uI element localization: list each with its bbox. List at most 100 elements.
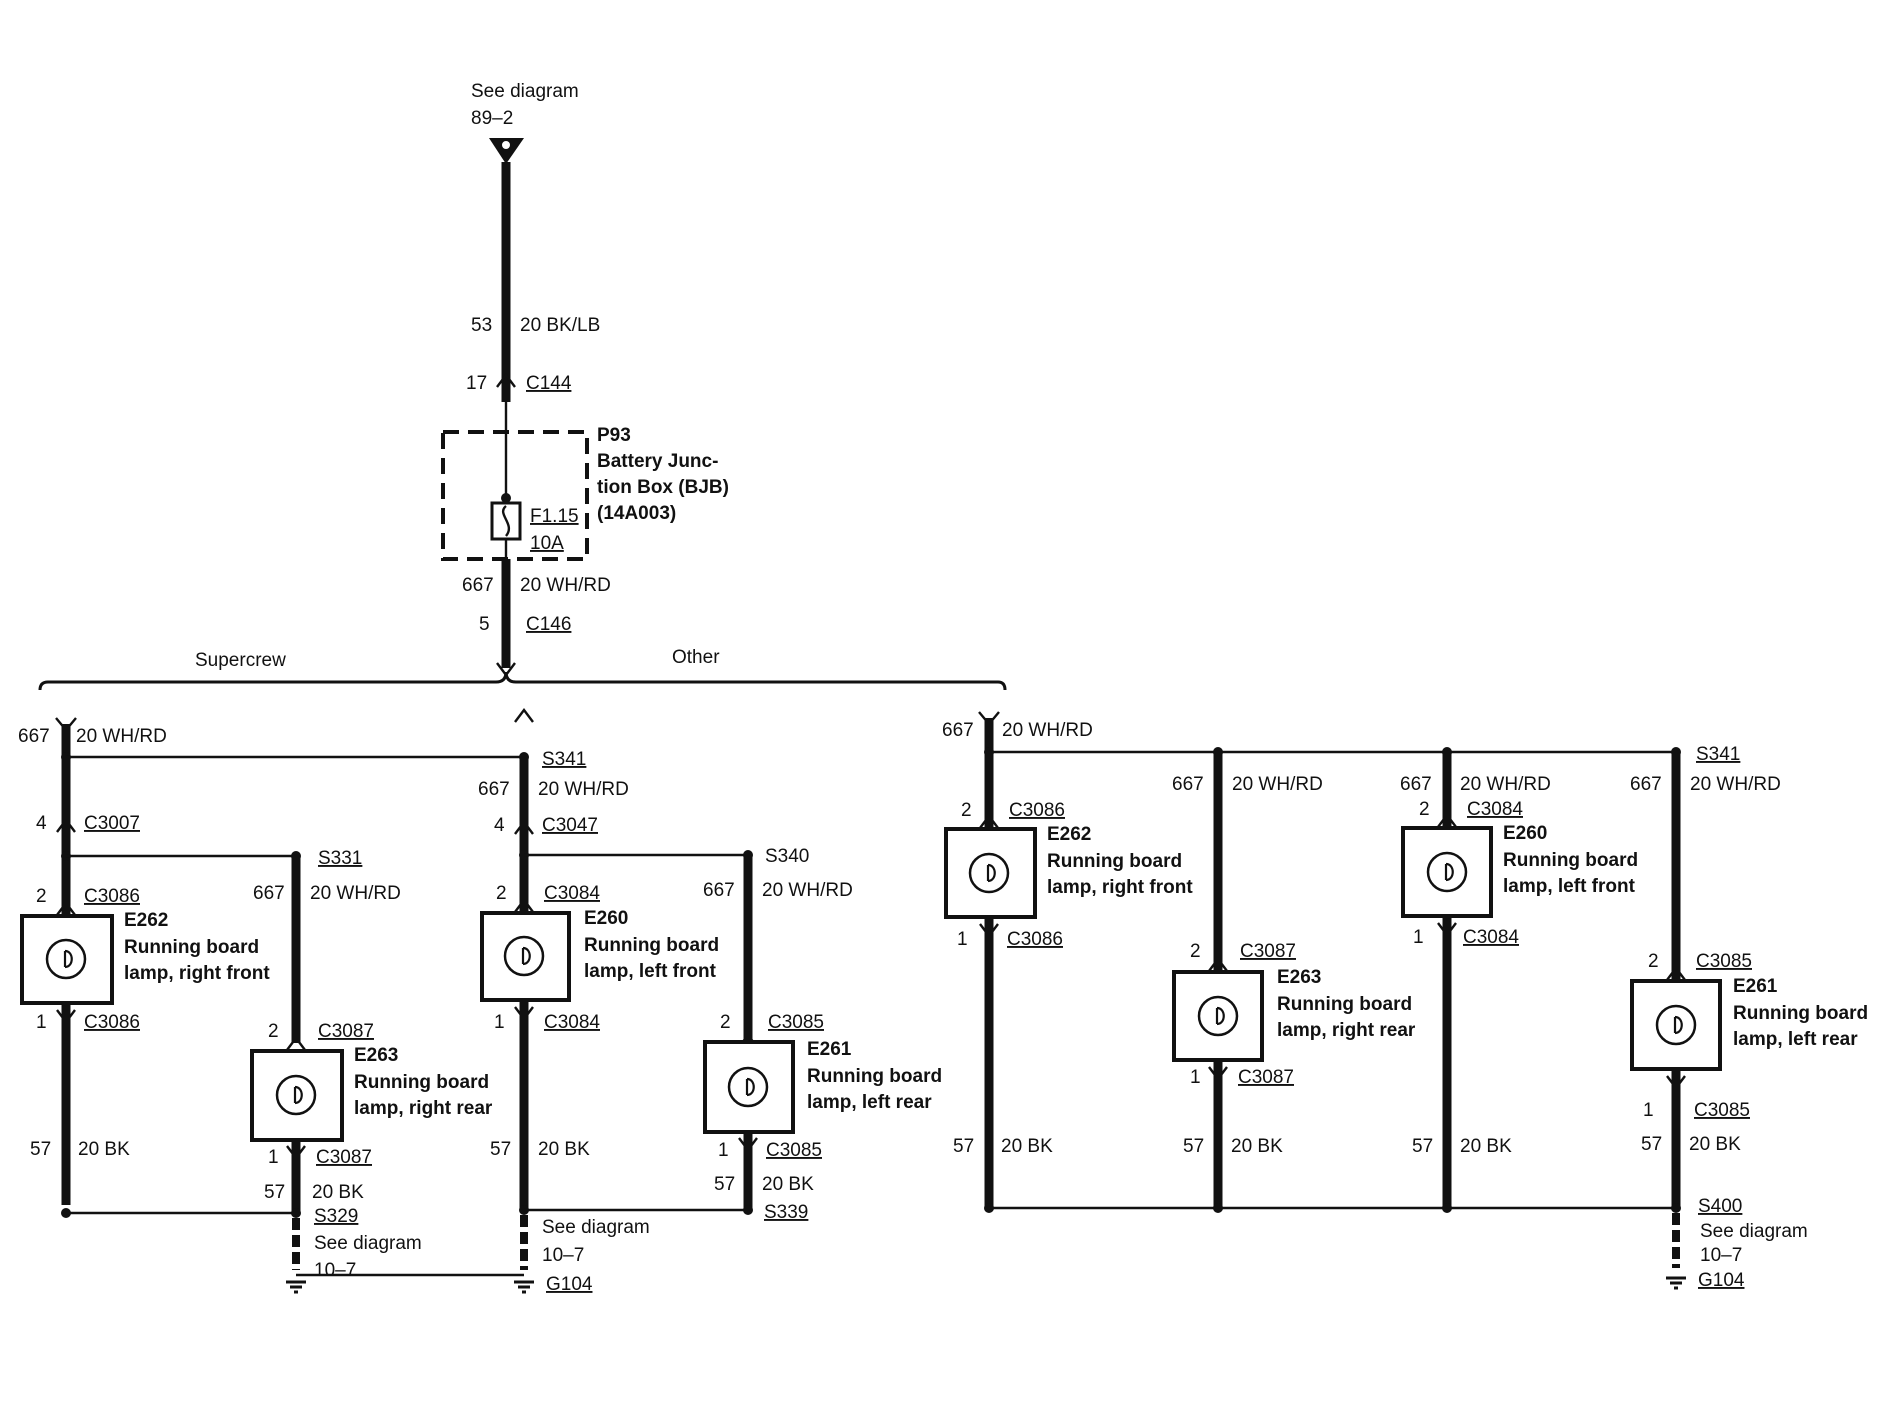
ot-e260-name: Running board [1503,850,1638,871]
ot-e260-id: E260 [1503,823,1547,844]
ot-col3-pin57: 57 [1412,1136,1433,1157]
sc-input-pin: 667 [18,726,50,747]
ot-e260-conn-top: C3084 [1467,799,1523,820]
sc-c3047-label: C3047 [542,815,598,836]
sc-e260-position: lamp, left front [584,961,717,982]
ot-s400-node [1671,1203,1681,1213]
c144-connector-icon [496,373,516,388]
ot-col1-wire-bk: 20 BK [1001,1136,1053,1157]
ot-e262-pin1: 1 [957,929,968,950]
sc-c3007-icon [56,818,76,833]
sc-s329-node [291,1208,301,1218]
sc-g104-diagram-number: 10–7 [542,1245,584,1266]
sc-e262-conn-bottom: C3086 [84,1012,140,1033]
sc-e262-name: Running board [124,937,259,958]
ot-e262-position: lamp, right front [1047,877,1193,898]
ot-e261-conn-top: C3085 [1696,951,1752,972]
sc-input-wire-color: 20 WH/RD [76,726,167,747]
sc-col2-pin667: 667 [253,883,285,904]
sc-g104-see-diagram: See diagram [542,1217,650,1238]
sc-col3-wire-color: 20 WH/RD [538,779,629,800]
see-diagram-number: 89–2 [471,108,513,129]
sc-s329-diagram-number: 10–7 [314,1260,356,1281]
c146-pin: 5 [479,614,490,635]
ot-col3-ground-node [1442,1203,1452,1213]
ot-e260-position: lamp, left front [1503,876,1636,897]
sc-e263-pin1: 1 [268,1147,279,1168]
sc-s339-label: S339 [764,1202,808,1223]
ot-e261-pin1: 1 [1643,1100,1654,1121]
ot-input-wire-color: 20 WH/RD [1002,720,1093,741]
ot-e263-conn-top-icon [1208,957,1228,972]
sc-e263-lamp-icon [275,1074,317,1116]
fuse-element-icon [501,505,511,537]
sc-e261-pin1: 1 [718,1140,729,1161]
sc-c3007-pin: 4 [36,813,47,834]
ot-g104-ground-icon [1664,1276,1688,1290]
sc-e261-name: Running board [807,1066,942,1087]
sc-s340-label: S340 [765,846,809,867]
branch-bracket: Supercrew Other [38,647,1007,691]
sc-col1-pin57: 57 [30,1139,51,1160]
sc-col4-pin667: 667 [703,880,735,901]
sc-e262-id: E262 [124,910,168,931]
sc-e260-lamp-icon [503,935,545,977]
sc-g104-ground-icon [512,1280,536,1294]
sc-s339-node [743,1205,753,1215]
bjb-name-line2: tion Box (BJB) [597,477,729,498]
ot-col4-pin57: 57 [1641,1134,1662,1155]
c144-label: C144 [526,373,572,394]
ot-e261-conn-bottom: C3085 [1694,1100,1750,1121]
ot-g104-label: G104 [1698,1270,1745,1291]
sc-e262-conn-top-icon [56,901,76,916]
ot-e261-id: E261 [1733,976,1778,997]
sc-col4-wire-color: 20 WH/RD [762,880,853,901]
sc-col3-wire-bk: 20 BK [538,1139,590,1160]
sc-s331-label: S331 [318,848,362,869]
sc-e263-position: lamp, right rear [354,1098,493,1119]
ot-e263-position: lamp, right rear [1277,1020,1416,1041]
sc-c3007-label: C3007 [84,813,140,834]
bjb-name-line3: (14A003) [597,503,676,524]
sc-e262-conn-top: C3086 [84,886,140,907]
supercrew-section: 667 20 WH/RD S341 4 C3007 S331 2 C3086 E… [18,708,942,1295]
branch-supercrew: Supercrew [195,650,286,671]
sc-col4-pin57: 57 [714,1174,735,1195]
ot-e262-conn-top: C3086 [1009,800,1065,821]
bjb-id: P93 [597,425,631,446]
ot-e263-lamp-icon [1197,995,1239,1037]
sc-e261-lamp-icon [727,1066,769,1108]
bjb-name-line1: Battery Junc- [597,451,718,472]
ot-e262-name: Running board [1047,851,1182,872]
sc-e262-lamp-icon [45,938,87,980]
ot-g104-see-diagram: See diagram [1700,1221,1808,1242]
branch-other: Other [672,647,720,668]
sc-e263-pin2: 2 [268,1021,279,1042]
sc-s341-label: S341 [542,749,586,770]
ot-col4-wire-bk: 20 BK [1689,1134,1741,1155]
sc-e263-conn-top-icon [286,1036,306,1051]
feed-pin-53: 53 [471,315,492,336]
source-terminal-icon [502,141,510,149]
ot-e263-name: Running board [1277,994,1412,1015]
ot-e262-id: E262 [1047,824,1091,845]
ot-e260-pin2: 2 [1419,799,1430,820]
sc-e262-pin2: 2 [36,886,47,907]
sc-col3-pin667: 667 [478,779,510,800]
c146-label: C146 [526,614,571,635]
out-pin-667: 667 [462,575,494,596]
ot-col3-wire-color: 20 WH/RD [1460,774,1551,795]
ot-e260-lamp-icon [1426,851,1468,893]
ot-e261-position: lamp, left rear [1733,1029,1858,1050]
ot-e261-lamp-icon [1655,1004,1697,1046]
ot-col2-ground-node [1213,1203,1223,1213]
ot-col3-wire-bk: 20 BK [1460,1136,1512,1157]
fuse-id: F1.15 [530,506,579,527]
sc-e263-id: E263 [354,1045,398,1066]
out-wire-color: 20 WH/RD [520,575,611,596]
battery-junction-box: F1.15 10A P93 Battery Junc- tion Box (BJ… [441,402,729,561]
ot-col4-wire-color: 20 WH/RD [1690,774,1781,795]
sc-e261-id: E261 [807,1039,852,1060]
see-diagram-label: See diagram [471,81,579,102]
sc-e260-pin2: 2 [496,883,507,904]
